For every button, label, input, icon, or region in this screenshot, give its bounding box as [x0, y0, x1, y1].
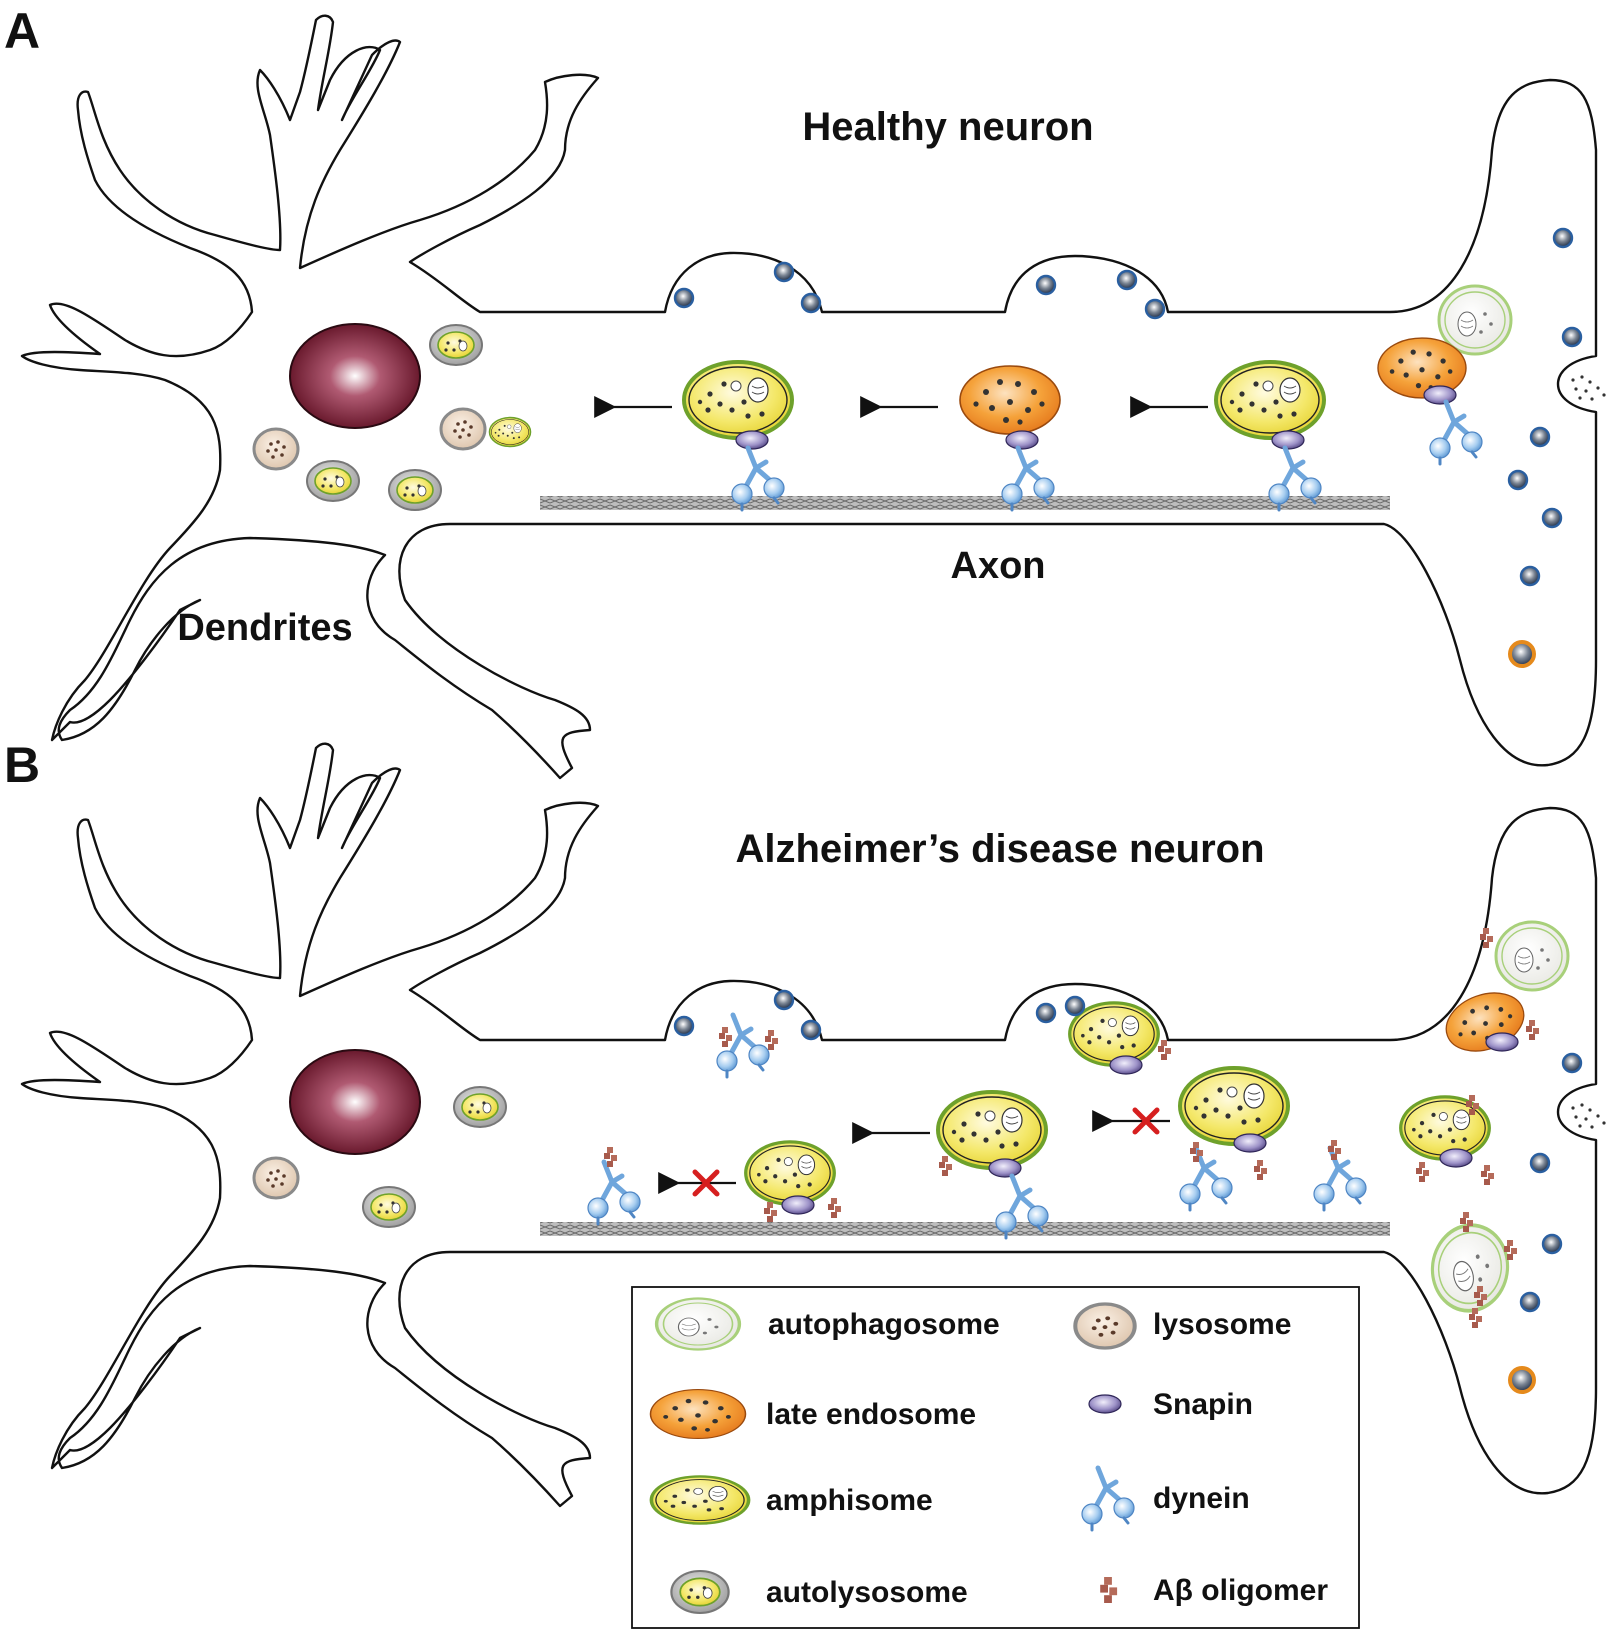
- microtubule-b: [540, 1222, 1390, 1236]
- snapin-icon: [988, 1158, 1022, 1178]
- dendrites-label: Dendrites: [177, 607, 352, 649]
- transport-complex-b1: [588, 1140, 836, 1224]
- nucleus-a: [289, 323, 421, 429]
- snapin-icon: [735, 430, 769, 450]
- legend-label-snapin: Snapin: [1153, 1388, 1253, 1421]
- autolysosome-icon: [429, 324, 483, 366]
- nucleus-b: [289, 1049, 421, 1155]
- autolysosome-icon: [453, 1086, 507, 1128]
- lysosome-icon: [439, 407, 487, 451]
- snapin-icon: [1088, 1394, 1122, 1414]
- lysosome-icon: [252, 427, 300, 471]
- legend-box: [631, 1286, 1360, 1629]
- panel-b-letter: B: [4, 737, 40, 793]
- panel-b-title: Alzheimer’s disease neuron: [735, 827, 1264, 871]
- autophagosome-icon: [1437, 284, 1513, 356]
- autolysosome-icon: [670, 1569, 730, 1615]
- autolysosome-icon: [362, 1186, 416, 1228]
- axon-label: Axon: [951, 545, 1046, 587]
- snapin-icon: [1233, 1133, 1267, 1153]
- legend: autophagosome lysosome late endosome Sna…: [631, 1286, 1360, 1629]
- legend-label-late-endosome: late endosome: [766, 1398, 976, 1431]
- legend-label-lysosome: lysosome: [1153, 1308, 1291, 1341]
- legend-label-amphisome: amphisome: [766, 1484, 933, 1517]
- panel-a-letter: A: [4, 3, 40, 59]
- legend-label-autolysosome: autolysosome: [766, 1576, 968, 1609]
- legend-label-abeta-oligomer: Aβ oligomer: [1153, 1574, 1328, 1607]
- amphisome-icon: [744, 1140, 836, 1206]
- snapin-icon: [1485, 1032, 1519, 1052]
- legend-label-dynein: dynein: [1153, 1482, 1250, 1515]
- panel-b: B Alzheimer’s disease neuron: [4, 737, 1606, 1629]
- amphisome-icon: [488, 416, 532, 448]
- autophagosome-icon: [654, 1296, 742, 1352]
- amphisome-icon: [936, 1090, 1048, 1170]
- snapin-icon: [1271, 430, 1305, 450]
- autolysosome-icon: [388, 469, 442, 511]
- terminal-a: [1377, 227, 1606, 668]
- snapin-icon: [1423, 385, 1457, 405]
- amphisome-icon: [649, 1474, 751, 1526]
- transport-complex-b3: [1092, 1066, 1290, 1153]
- amphisome-icon: [1178, 1066, 1290, 1146]
- lysosome-icon: [252, 1156, 300, 1200]
- snapin-icon: [781, 1195, 815, 1215]
- snapin-icon: [1109, 1055, 1143, 1075]
- late-endosome-icon: [649, 1388, 747, 1440]
- lysosome-icon: [1075, 1304, 1134, 1348]
- legend-label-autophagosome: autophagosome: [768, 1308, 1000, 1341]
- panel-a: A Healthy neuron: [4, 3, 1606, 780]
- autophagosome-icon: [1494, 920, 1570, 992]
- autolysosome-icon: [306, 460, 360, 502]
- panel-a-title: Healthy neuron: [802, 105, 1093, 149]
- late-endosome-icon: [959, 365, 1061, 435]
- released-vesicles: [1571, 1103, 1606, 1129]
- terminal-b: [1399, 920, 1606, 1394]
- released-vesicles: [1571, 375, 1606, 401]
- amphisome-icon: [682, 360, 794, 440]
- snapin-icon: [1005, 430, 1039, 450]
- microtubule-a: [540, 496, 1390, 510]
- transport-complex-b2: [852, 1090, 1048, 1238]
- amphisome-icon: [1214, 360, 1326, 440]
- snapin-icon: [1439, 1148, 1473, 1168]
